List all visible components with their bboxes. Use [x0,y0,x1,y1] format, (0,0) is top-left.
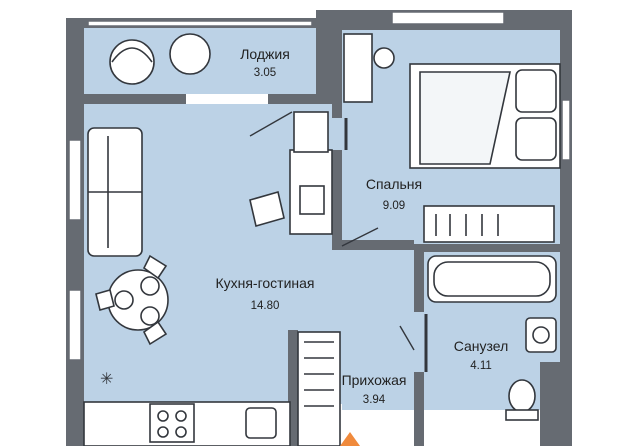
hall-name: Прихожая [341,372,407,388]
bathroom-fixtures [424,255,557,421]
chair-leg-1 [95,289,115,311]
entrance-marker-icon [340,432,360,446]
kitchen: ✳ [83,369,291,446]
chair-leg-3 [142,320,168,346]
bedroom-furniture [343,33,561,243]
nightstand [343,33,373,103]
loggia-furniture [109,33,211,85]
chair-2 [140,276,160,296]
bedroom-name: Спальня [365,176,423,192]
wall-bottom-left [66,404,84,446]
chair-leg-2 [142,254,168,280]
wall-bedroom-bottom [332,240,414,250]
toilet-tank [505,409,539,421]
loggia-area: 3.05 [253,67,277,79]
loggia-chair [109,39,155,85]
wall-bath-top [414,244,572,252]
bedroom-window [391,11,505,25]
wall-bath-bottom [414,372,424,446]
fridge-snowflake-icon: ✳ [100,369,113,388]
living-furniture [87,111,333,346]
bedroom-area: 9.09 [382,200,406,212]
stove [149,403,195,443]
living-name: Кухня-гостиная [215,275,315,291]
loggia-name: Лоджия [240,46,290,62]
wall-loggia-bottom [66,94,186,104]
hall-area: 3.94 [362,394,386,406]
chair-1 [114,290,134,310]
living-area: 14.80 [250,300,280,312]
sink [245,407,277,439]
loggia-table [169,33,211,75]
bathroom-area: 4.11 [470,360,492,372]
living-window-lower [68,289,82,361]
toilet [508,379,536,413]
pillow-2 [515,117,557,161]
office-chair [249,190,285,228]
lamp-icon [373,47,395,69]
living-window [68,139,82,221]
wall-hall-left [288,330,298,446]
hall-wardrobe [297,331,341,446]
hall-floor [342,320,422,410]
door-swings [249,111,415,351]
wall-left [66,18,84,446]
bath-window [561,99,571,161]
windows [68,11,571,361]
chair-3 [140,306,160,326]
wall-bath-left [414,250,424,312]
wall-bedroom-left-lower [332,150,342,248]
bathtub-inner [433,261,551,297]
laptop [299,185,325,215]
wall-right-stub [540,362,560,446]
cabinet-top [293,111,329,153]
pillow-1 [515,69,557,113]
wall-loggia-bottom-right [268,94,338,104]
hall-furniture [297,331,360,446]
wardrobe [423,205,555,243]
wall-bedroom-left [332,30,342,118]
blanket [419,71,511,165]
loggia-window [87,20,313,27]
hangers [435,214,499,236]
desk [289,149,333,235]
bathroom-name: Санузел [453,338,509,354]
wall-right-bath [560,250,572,446]
